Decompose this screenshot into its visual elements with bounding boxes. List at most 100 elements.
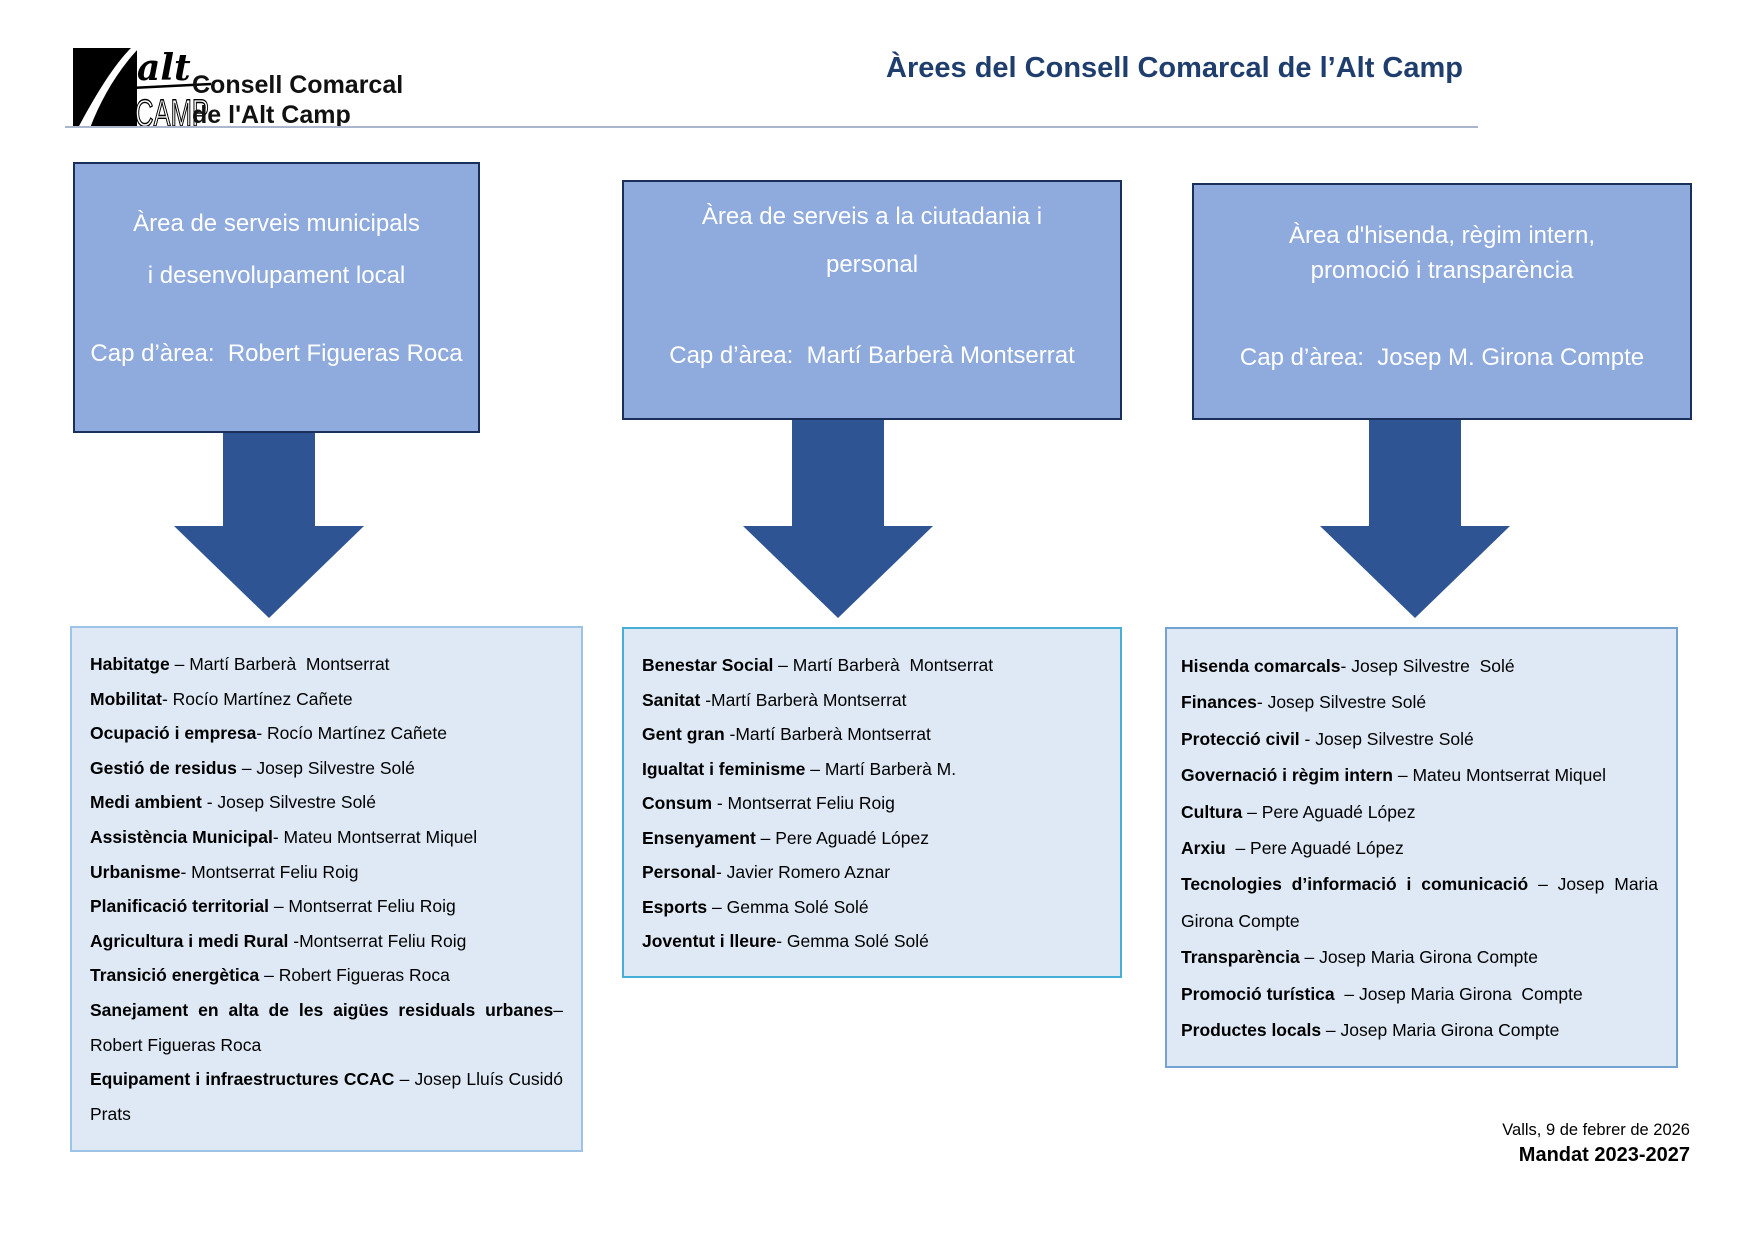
service-term: Benestar Social — [642, 655, 774, 675]
service-item: Urbanisme- Montserrat Feliu Roig — [90, 855, 563, 890]
service-term: Urbanisme — [90, 861, 181, 882]
area-title: Àrea de serveis municipals i desenvolupa… — [85, 198, 468, 302]
services-list: Benestar Social – Martí Barberà Montserr… — [622, 627, 1122, 978]
service-item: Productes locals – Josep Maria Girona Co… — [1181, 1012, 1658, 1048]
service-item: Personal- Javier Romero Aznar — [642, 855, 1102, 890]
service-term: Assistència Municipal — [90, 826, 273, 847]
service-term: Medi ambient — [90, 792, 202, 813]
service-item: Protecció civil - Josep Silvestre Solé — [1181, 721, 1658, 757]
service-person: – Josep Maria Girona Compte — [1299, 947, 1538, 968]
service-term: Hisenda comarcals — [1181, 656, 1341, 676]
header-divider — [65, 126, 1478, 128]
area-head-line: Cap d’àrea: Martí Barberà Montserrat — [634, 342, 1110, 370]
service-person: – Robert Figueras Roca — [259, 965, 450, 986]
service-term: Transparència — [1181, 947, 1300, 968]
service-item: Hisenda comarcals- Josep Silvestre Solé — [1181, 648, 1658, 684]
service-term: Esports — [642, 896, 708, 917]
service-term: Ensenyament — [642, 827, 756, 848]
service-person: - Javier Romero Aznar — [715, 862, 891, 882]
service-term: Consum — [642, 793, 712, 813]
service-term: Personal — [642, 862, 716, 882]
down-arrow-icon — [1320, 420, 1510, 618]
service-person: – Pere Aguadé López — [755, 827, 929, 848]
service-person: - Montserrat Feliu Roig — [180, 861, 359, 882]
area-title-line: Àrea d'hisenda, règim intern, — [1288, 222, 1596, 249]
service-term: Governació i règim intern — [1181, 765, 1393, 786]
service-term: Arxiu — [1181, 838, 1226, 859]
service-person: -Martí Barberà Montserrat — [724, 724, 931, 744]
service-term: Gent gran — [642, 724, 725, 744]
service-item: Finances- Josep Silvestre Solé — [1181, 684, 1658, 720]
logo-org-name-line2: de l'Alt Camp — [192, 101, 351, 129]
service-person: - Josep Silvestre Solé — [1340, 656, 1515, 676]
service-person: – Robert Figueras Roca — [90, 999, 568, 1055]
service-person: – Pere Aguadé López — [1225, 838, 1404, 859]
cap-label: Cap d’àrea: — [1239, 344, 1364, 371]
service-term: Productes locals — [1181, 1020, 1322, 1041]
service-person: - Josep Silvestre Solé — [201, 792, 376, 813]
footer-mandate: Mandat 2023-2027 — [1518, 1144, 1690, 1166]
service-item: Consum - Montserrat Feliu Roig — [642, 786, 1102, 821]
area-title-line: Àrea de serveis a la ciutadania i — [701, 203, 1043, 230]
service-term: Protecció civil — [1181, 728, 1300, 749]
service-term: Planificació territorial — [90, 896, 269, 917]
service-person: – Martí Barberà M. — [805, 758, 957, 779]
service-item: Joventut i lleure- Gemma Solé Solé — [642, 924, 1102, 959]
service-person: -Martí Barberà Montserrat — [700, 689, 907, 710]
cap-name: Robert Figueras Roca — [214, 340, 463, 367]
service-item: Benestar Social – Martí Barberà Montserr… — [642, 648, 1102, 683]
service-item: Assistència Municipal- Mateu Montserrat … — [90, 820, 563, 855]
service-term: Sanejament en alta de les aigües residua… — [90, 999, 554, 1020]
service-term: Ocupació i empresa — [90, 723, 257, 744]
down-arrow-icon — [174, 433, 364, 618]
cap-label: Cap d’àrea: — [90, 340, 215, 367]
area-head-line: Cap d’àrea: Robert Figueras Roca — [85, 340, 468, 368]
service-term: Agricultura i medi Rural — [90, 930, 289, 951]
down-arrow-icon — [743, 420, 933, 618]
service-term: Transició energètica — [90, 965, 260, 986]
service-term: Gestió de residus — [90, 757, 237, 778]
service-person: - Rocío Martínez Cañete — [161, 688, 353, 709]
service-term: Igualtat i feminisme — [642, 758, 806, 779]
cap-name: Martí Barberà Montserrat — [793, 342, 1075, 369]
service-term: Equipament i infraestructures CCAC — [90, 1069, 395, 1090]
service-item: Sanejament en alta de les aigües residua… — [90, 993, 563, 1062]
service-term: Finances — [1181, 692, 1257, 713]
service-person: – Gemma Solé Solé — [707, 896, 869, 917]
service-item: Equipament i infraestructures CCAC – Jos… — [90, 1062, 563, 1131]
service-item: Cultura – Pere Aguadé López — [1181, 794, 1658, 830]
service-person: – Mateu Montserrat Miquel — [1393, 765, 1607, 786]
cap-name: Josep M. Girona Compte — [1363, 344, 1645, 371]
service-item: Planificació territorial – Montserrat Fe… — [90, 889, 563, 924]
service-term: Cultura — [1181, 801, 1243, 822]
service-item: Transició energètica – Robert Figueras R… — [90, 958, 563, 993]
logo-org-name-line1: Consell Comarcal — [192, 71, 404, 99]
service-person: – Martí Barberà Montserrat — [773, 655, 994, 675]
service-person: – Pere Aguadé López — [1242, 801, 1416, 822]
page-title: Àrees del Consell Comarcal de l’Alt Camp — [886, 52, 1463, 84]
area-title: Àrea d'hisenda, règim intern, promoció i… — [1204, 218, 1680, 288]
area-title-line: i desenvolupament local — [147, 262, 406, 289]
area-title: Àrea de serveis a la ciutadania i person… — [634, 193, 1110, 289]
service-person: - Rocío Martínez Cañete — [256, 723, 447, 744]
service-item: Gent gran -Martí Barberà Montserrat — [642, 717, 1102, 752]
service-item: Tecnologies d’informació i comunicació –… — [1181, 866, 1658, 939]
service-item: Ensenyament – Pere Aguadé López — [642, 821, 1102, 856]
service-item: Mobilitat- Rocío Martínez Cañete — [90, 682, 563, 717]
service-person: – Josep Lluís Cusidó Prats — [90, 1069, 568, 1124]
service-term: Sanitat — [642, 689, 701, 710]
service-person: - Gemma Solé Solé — [776, 931, 929, 951]
service-person: – Josep Maria Girona Compte — [1181, 874, 1663, 931]
service-term: Joventut i lleure — [642, 931, 777, 951]
service-item: Transparència – Josep Maria Girona Compt… — [1181, 939, 1658, 975]
area-title-line: promoció i transparència — [1310, 257, 1574, 284]
service-item: Medi ambient - Josep Silvestre Solé — [90, 785, 563, 820]
area-title-line: Àrea de serveis municipals — [133, 210, 420, 237]
logo-org-name: Consell Comarcal de l'Alt Camp — [192, 70, 403, 130]
area-title-line: personal — [825, 251, 919, 278]
service-term: Promoció turística — [1181, 983, 1335, 1004]
area-head-line: Cap d’àrea: Josep M. Girona Compte — [1204, 344, 1680, 372]
alt-camp-logo-icon: alt CAMP — [73, 47, 212, 132]
